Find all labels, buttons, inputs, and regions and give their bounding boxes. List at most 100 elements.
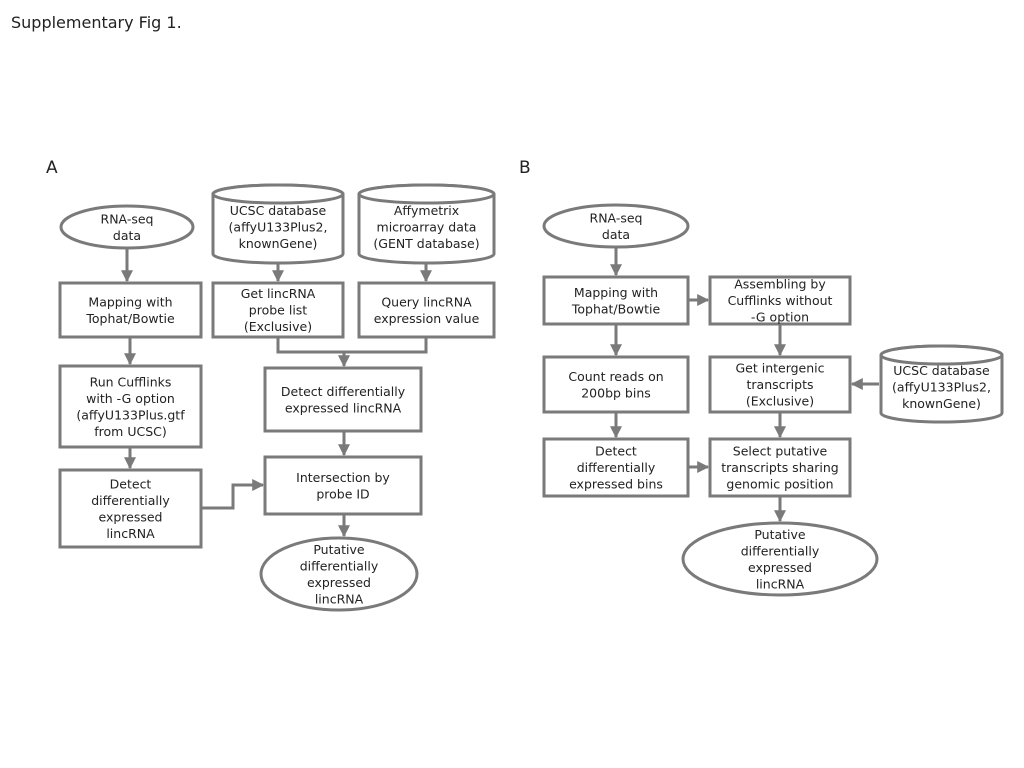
process-box (357, 281, 496, 339)
node-label-line: Affymetrix (394, 203, 459, 218)
node-label-line: Tophat/Bowtie (85, 311, 175, 326)
node-label-line: differentially (577, 460, 656, 475)
node-label-line: Tophat/Bowtie (571, 301, 661, 316)
terminal-ellipse (681, 521, 879, 597)
node-label-line: Mapping with (88, 294, 172, 309)
process-box (263, 455, 423, 516)
node-label-line: Count reads on (568, 369, 663, 384)
node-label-line: Get intergenic (735, 361, 824, 376)
node-label: Query lincRNA expression value (374, 294, 480, 326)
node-label-line: lincRNA (106, 526, 155, 541)
process-box (708, 275, 852, 326)
node-label-line: probe ID (316, 486, 369, 501)
node-label-line: Putative (313, 542, 365, 557)
panel-b-label: B (519, 158, 531, 178)
figure-title: Supplementary Fig 1. (11, 13, 182, 32)
node-label-line: (GENT database) (373, 236, 479, 251)
database-cylinder-top (211, 183, 345, 205)
node-label-line: expression value (374, 311, 480, 326)
node-label-line: with -G option (86, 391, 175, 406)
connectors (121, 247, 879, 538)
node-label-line: probe list (249, 303, 308, 318)
node-label-line: Get lincRNA (241, 286, 316, 301)
node-label-line: from UCSC) (94, 424, 166, 439)
node-label-line: Detect (595, 444, 637, 459)
terminal-ellipse (259, 536, 419, 612)
node-label-line: knownGene) (239, 236, 318, 251)
node-label-line: Assembling by (734, 277, 826, 292)
node-label-line: Query lincRNA (381, 294, 472, 309)
node-label-line: genomic position (726, 477, 833, 492)
database-cylinder-top (879, 344, 1004, 366)
flow-arrow (201, 479, 265, 510)
process-box (542, 355, 690, 414)
node-label-line: expressed bins (569, 477, 663, 492)
node-label-line: UCSC database (893, 363, 990, 378)
node-label-line: (affyU133Plus2, (229, 220, 328, 235)
node-label-line: -G option (751, 310, 809, 325)
node-label-line: lincRNA (315, 591, 364, 606)
node-label: Affymetrix microarray data(GENT database) (373, 203, 479, 251)
node-label-line: UCSC database (230, 203, 327, 218)
node-label-line: Detect differentially (281, 384, 406, 399)
node-label-line: data (113, 228, 141, 243)
node-label-line: knownGene) (902, 396, 981, 411)
process-box (263, 366, 423, 433)
merge-connector (276, 337, 428, 354)
process-box (708, 437, 852, 498)
node-label-line: Intersection by (296, 470, 390, 485)
terminal-ellipse (542, 203, 690, 249)
node-label-line: differentially (741, 543, 820, 558)
node-label-line: Run Cufflinks (90, 374, 172, 389)
node-label-line: expressed (748, 560, 812, 575)
process-box (58, 364, 203, 449)
node-label-line: 200bp bins (581, 385, 651, 400)
node-label-line: microarray data (377, 220, 477, 235)
process-box (542, 437, 690, 498)
node-a-ucsc: UCSC database (affyU133Plus2,knownGene) (211, 183, 345, 265)
node-label-line: (Exclusive) (746, 394, 814, 409)
node-label: UCSC database (affyU133Plus2,knownGene) (229, 203, 328, 251)
node-label-line: Select putative (733, 444, 828, 459)
node-label: UCSC database (affyU133Plus2,knownGene) (892, 363, 991, 411)
node-label-line: data (602, 227, 630, 242)
node-label-line: (affyU133Plus2, (892, 380, 991, 395)
node-a-query: Query lincRNA expression value (357, 281, 496, 339)
node-label-line: transcripts sharing (721, 460, 839, 475)
node-label-line: Cufflinks without (728, 293, 833, 308)
node-label-line: lincRNA (756, 576, 805, 591)
process-box (211, 281, 345, 339)
node-label-line: Putative (754, 527, 806, 542)
panel-a-label: A (46, 158, 58, 178)
node-label-line: expressed (98, 509, 162, 524)
node-label-line: differentially (91, 493, 170, 508)
process-box (542, 275, 690, 326)
